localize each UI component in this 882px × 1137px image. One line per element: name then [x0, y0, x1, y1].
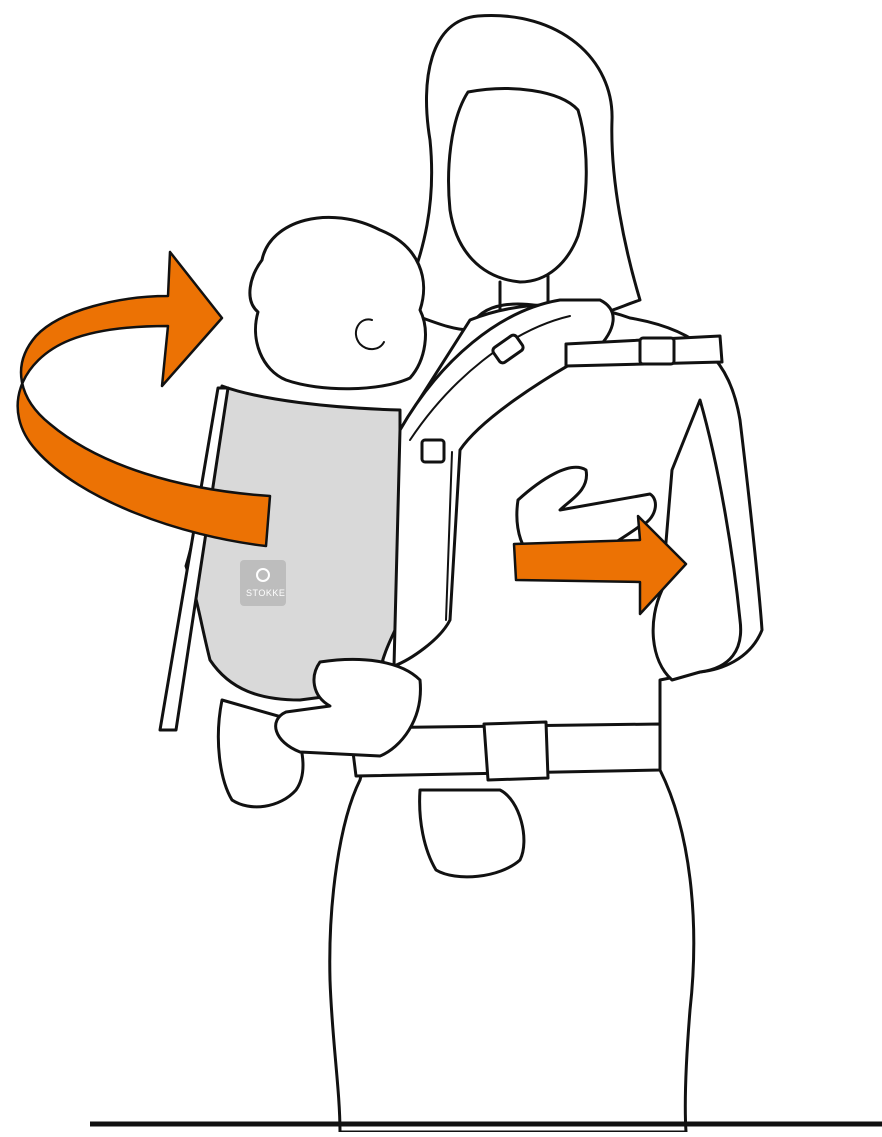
baby-leg-right [420, 790, 524, 877]
stokke-logo-icon: STOKKE [240, 560, 286, 606]
baby-head [250, 217, 426, 388]
woman-face [449, 89, 587, 282]
logo-text: STOKKE [246, 588, 285, 598]
strap-buckle-side [422, 440, 444, 462]
chest-strap-buckle [640, 338, 674, 364]
belt-buckle [484, 722, 548, 780]
